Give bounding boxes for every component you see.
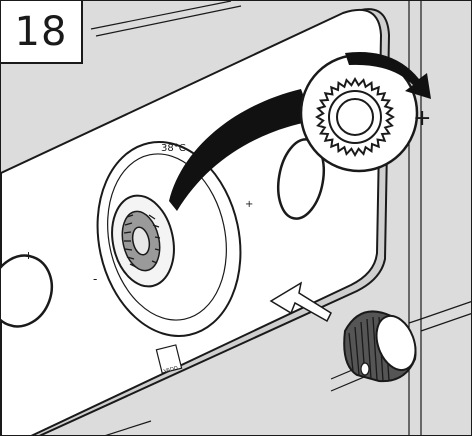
brand-logo-text: VADO <box>163 365 178 374</box>
control-knob <box>343 310 417 383</box>
push-direction-arrow <box>269 281 332 323</box>
plus-mark: + <box>245 199 253 210</box>
step-number: 18 <box>14 8 68 55</box>
spindle-center <box>131 226 151 256</box>
dial-inner-ring <box>107 153 227 321</box>
zoom-callout-arrow <box>169 89 313 211</box>
minus-mark: - <box>93 272 97 286</box>
mark-one: I <box>27 251 30 262</box>
step-number-box: 18 <box>1 1 83 64</box>
brand-logo-box <box>155 344 183 374</box>
temperature-label: 38°C <box>161 143 186 154</box>
knob-face <box>375 314 417 372</box>
zoom-knob-core <box>336 98 374 136</box>
rotate-clockwise-arrow <box>345 52 431 99</box>
knob-socket <box>360 362 370 376</box>
plus-symbol: + <box>413 106 431 131</box>
spindle-teeth <box>123 214 161 268</box>
left-push-button <box>1 254 54 328</box>
